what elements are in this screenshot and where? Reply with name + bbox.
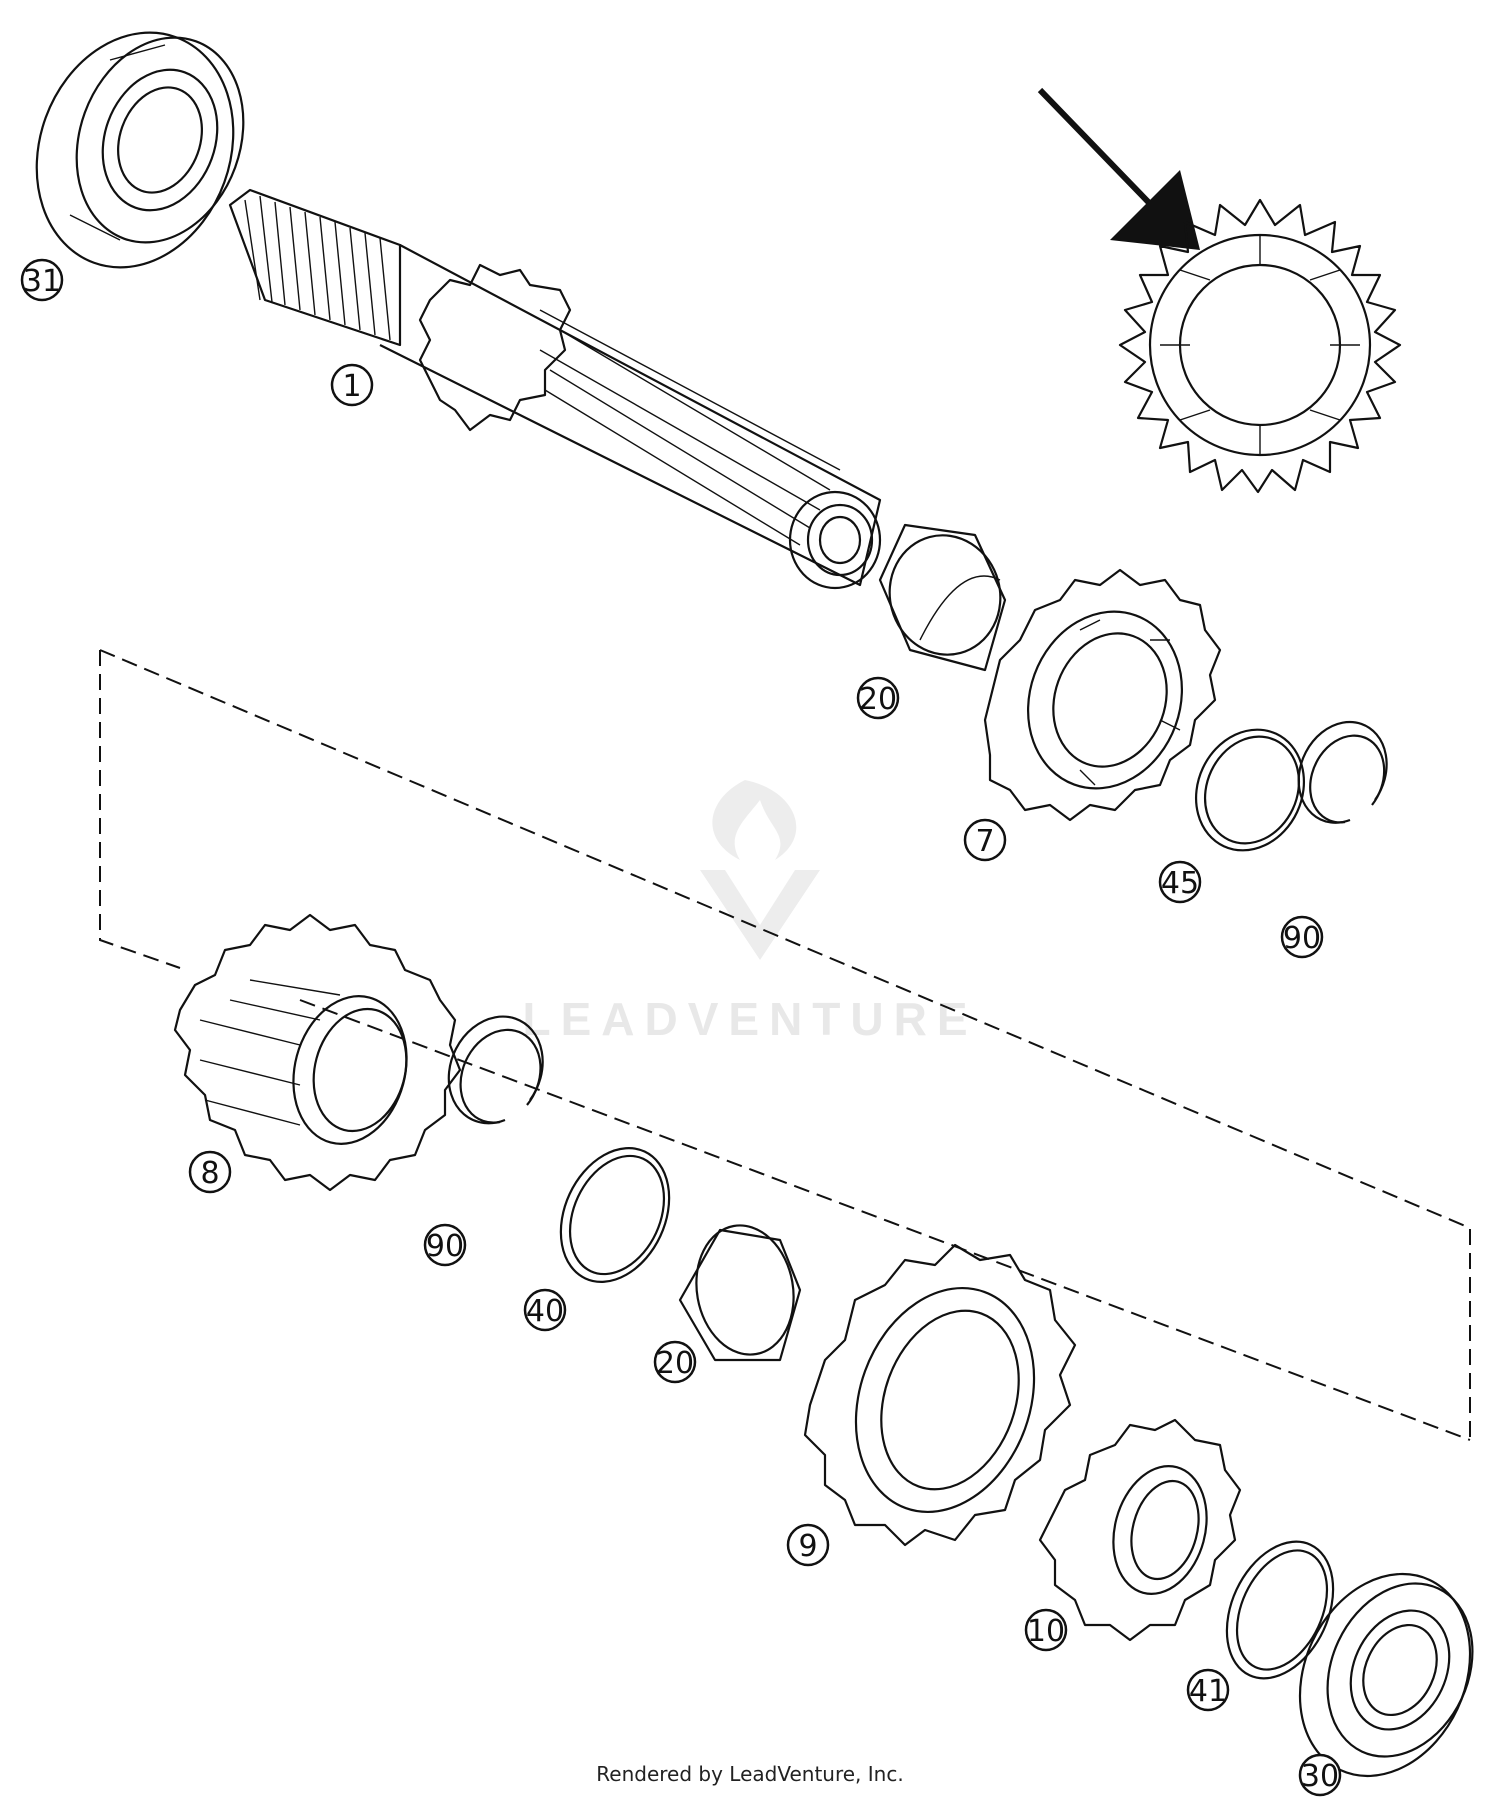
shaft-part-1 [228, 188, 882, 590]
gear-part-8 [173, 913, 462, 1192]
callout-7-label: 7 [975, 824, 994, 859]
callout-31-label: 31 [23, 264, 61, 299]
ring-part-40 [559, 1147, 671, 1283]
callout-40: 40 [523, 1288, 567, 1332]
detail-gear-with-arrow [1037, 87, 1402, 494]
callout-30: 30 [1298, 1753, 1342, 1797]
bushing-part-20-lower [678, 1224, 802, 1362]
callout-10-label: 10 [1027, 1614, 1065, 1649]
callout-90-lower: 90 [423, 1223, 467, 1267]
ring-part-41 [1225, 1540, 1335, 1680]
footer-credit: Rendered by LeadVenture, Inc. [596, 1762, 904, 1786]
gear-part-7 [983, 568, 1222, 822]
callout-9: 9 [786, 1523, 830, 1567]
callout-30-label: 30 [1301, 1759, 1339, 1794]
callout-10: 10 [1024, 1608, 1068, 1652]
subassembly-dashed-outline [99, 649, 1471, 1441]
gear-part-10 [1038, 1418, 1242, 1642]
callout-90-lower-label: 90 [426, 1229, 464, 1264]
bearing-part-31 [35, 31, 245, 269]
callout-45-label: 45 [1161, 866, 1199, 901]
callout-90-upper-label: 90 [1283, 921, 1321, 956]
callout-20-upper: 20 [856, 676, 900, 720]
circlip-part-90-upper [1297, 720, 1388, 824]
callout-90-upper: 90 [1280, 915, 1324, 959]
callout-20-lower-label: 20 [656, 1346, 694, 1381]
callout-45: 45 [1158, 860, 1202, 904]
watermark-logo: LEADVENTURE [522, 780, 977, 1045]
callout-41-label: 41 [1189, 1674, 1227, 1709]
callout-1: 1 [330, 363, 374, 407]
callout-20-lower: 20 [653, 1340, 697, 1384]
ring-part-45 [1194, 728, 1306, 852]
callout-7: 7 [963, 818, 1007, 862]
circlip-part-90-lower [447, 1015, 544, 1125]
callout-40-label: 40 [526, 1294, 564, 1329]
callout-8-label: 8 [200, 1156, 219, 1191]
gear-part-9 [803, 1243, 1077, 1547]
callout-1-label: 1 [342, 369, 361, 404]
bushing-part-20-upper [878, 523, 1007, 672]
watermark-brand: LEADVENTURE [522, 993, 977, 1045]
callout-20-upper-label: 20 [859, 682, 897, 717]
callout-9-label: 9 [798, 1529, 817, 1564]
callout-41: 41 [1186, 1668, 1230, 1712]
callout-8: 8 [188, 1150, 232, 1194]
callout-31: 31 [20, 258, 64, 302]
